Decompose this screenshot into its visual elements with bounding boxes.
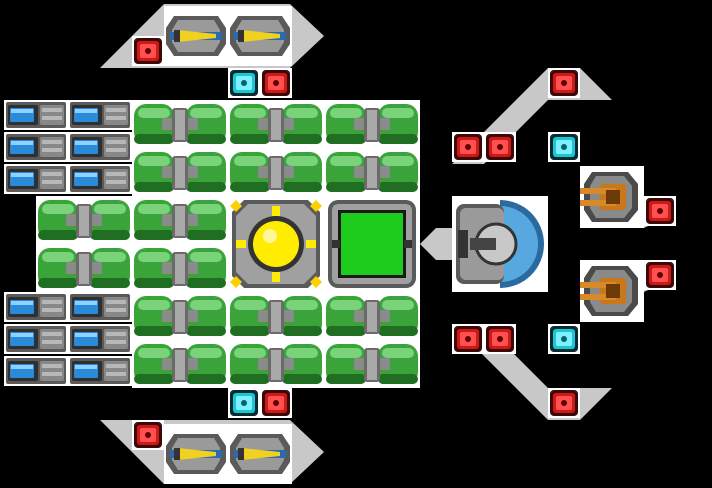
shield-generator-icon[interactable] [452, 196, 548, 292]
fuel-tank-icon [228, 148, 324, 196]
red-thruster-icon [484, 132, 516, 162]
cyan-thruster-icon [548, 324, 580, 354]
fuel-tank-icon [132, 244, 228, 292]
cyan-thruster-icon [228, 388, 260, 418]
fuel-tank-icon [228, 100, 324, 148]
fuel-tank-icon [324, 292, 420, 340]
fuel-tank-icon [324, 340, 420, 388]
red-thruster-icon [484, 324, 516, 354]
fuel-tank-icon [132, 340, 228, 388]
red-thruster-icon [452, 324, 484, 354]
battery-icon [4, 132, 68, 162]
battery-icon [68, 324, 132, 354]
turret-icon [580, 260, 644, 322]
fuel-tank-icon [324, 100, 420, 148]
battery-icon [68, 356, 132, 386]
battery-icon [4, 100, 68, 130]
red-thruster-icon [132, 420, 164, 450]
red-thruster-icon [452, 132, 484, 162]
red-thruster-icon [132, 36, 164, 66]
battery-icon [68, 100, 132, 130]
cyan-thruster-icon [548, 132, 580, 162]
battery-icon [68, 292, 132, 322]
red-thruster-icon [548, 388, 580, 418]
fuel-tank-icon [228, 292, 324, 340]
screen-icon[interactable] [324, 196, 420, 292]
battery-icon [4, 356, 68, 386]
cannon-icon [164, 6, 228, 66]
red-thruster-icon [644, 196, 676, 226]
red-thruster-icon [644, 260, 676, 290]
battery-icon [68, 132, 132, 162]
red-thruster-icon [260, 388, 292, 418]
fuel-tank-icon [132, 292, 228, 340]
red-thruster-icon [260, 68, 292, 98]
battery-icon [68, 164, 132, 194]
fuel-tank-icon [132, 196, 228, 244]
battery-icon [4, 292, 68, 322]
fuel-tank-icon [132, 100, 228, 148]
cannon-icon [228, 424, 292, 484]
fuel-tank-icon [228, 340, 324, 388]
turret-icon [580, 166, 644, 228]
cannon-icon [164, 424, 228, 484]
reactor-core-icon[interactable] [228, 196, 324, 292]
fuel-tank-icon [132, 148, 228, 196]
battery-icon [4, 164, 68, 194]
battery-icon [4, 324, 68, 354]
red-thruster-icon [548, 68, 580, 98]
fuel-tank-icon [324, 148, 420, 196]
fuel-tank-icon [36, 196, 132, 244]
fuel-tank-icon [36, 244, 132, 292]
cannon-icon [228, 6, 292, 66]
cyan-thruster-icon [228, 68, 260, 98]
